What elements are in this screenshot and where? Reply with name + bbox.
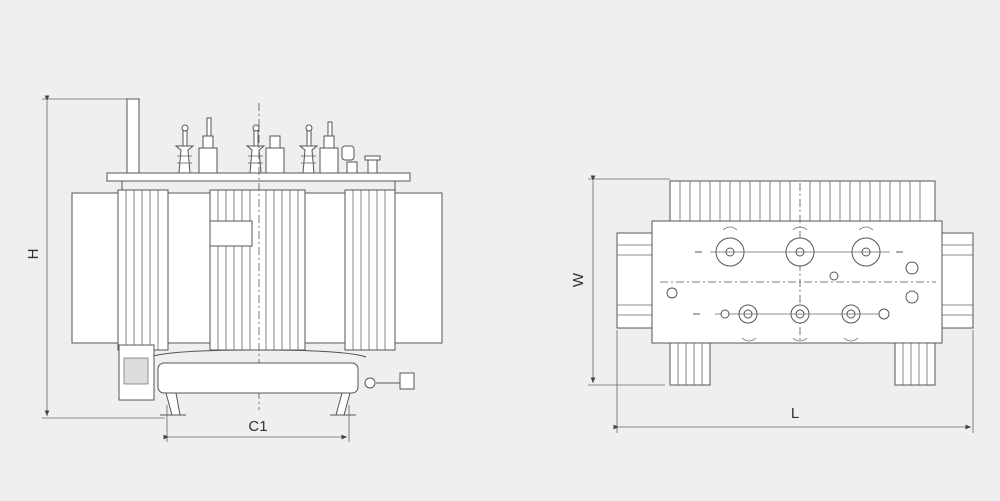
lv-bushings [198, 117, 339, 174]
width-label: W [570, 272, 587, 287]
cooling-fins-top [669, 180, 936, 222]
height-dimension: H [25, 95, 165, 419]
top-view: W [570, 175, 974, 433]
c1-label: C1 [248, 418, 267, 435]
length-dimension: L [613, 330, 974, 433]
cooling-fins-front [117, 189, 396, 351]
hv-bushings-top [695, 226, 903, 267]
front-view: H [25, 95, 443, 442]
nameplate [209, 220, 253, 247]
top-cover [106, 172, 411, 182]
height-label: H [25, 249, 42, 260]
length-label: L [791, 405, 799, 422]
width-dimension: W [570, 175, 670, 386]
cooling-fins-bottom [669, 342, 936, 386]
hv-bushings [174, 124, 319, 174]
c1-dimension: C1 [163, 405, 350, 442]
cooling-fins-side [616, 232, 974, 329]
lv-bushings-top [693, 304, 890, 342]
base-frame [157, 362, 359, 394]
